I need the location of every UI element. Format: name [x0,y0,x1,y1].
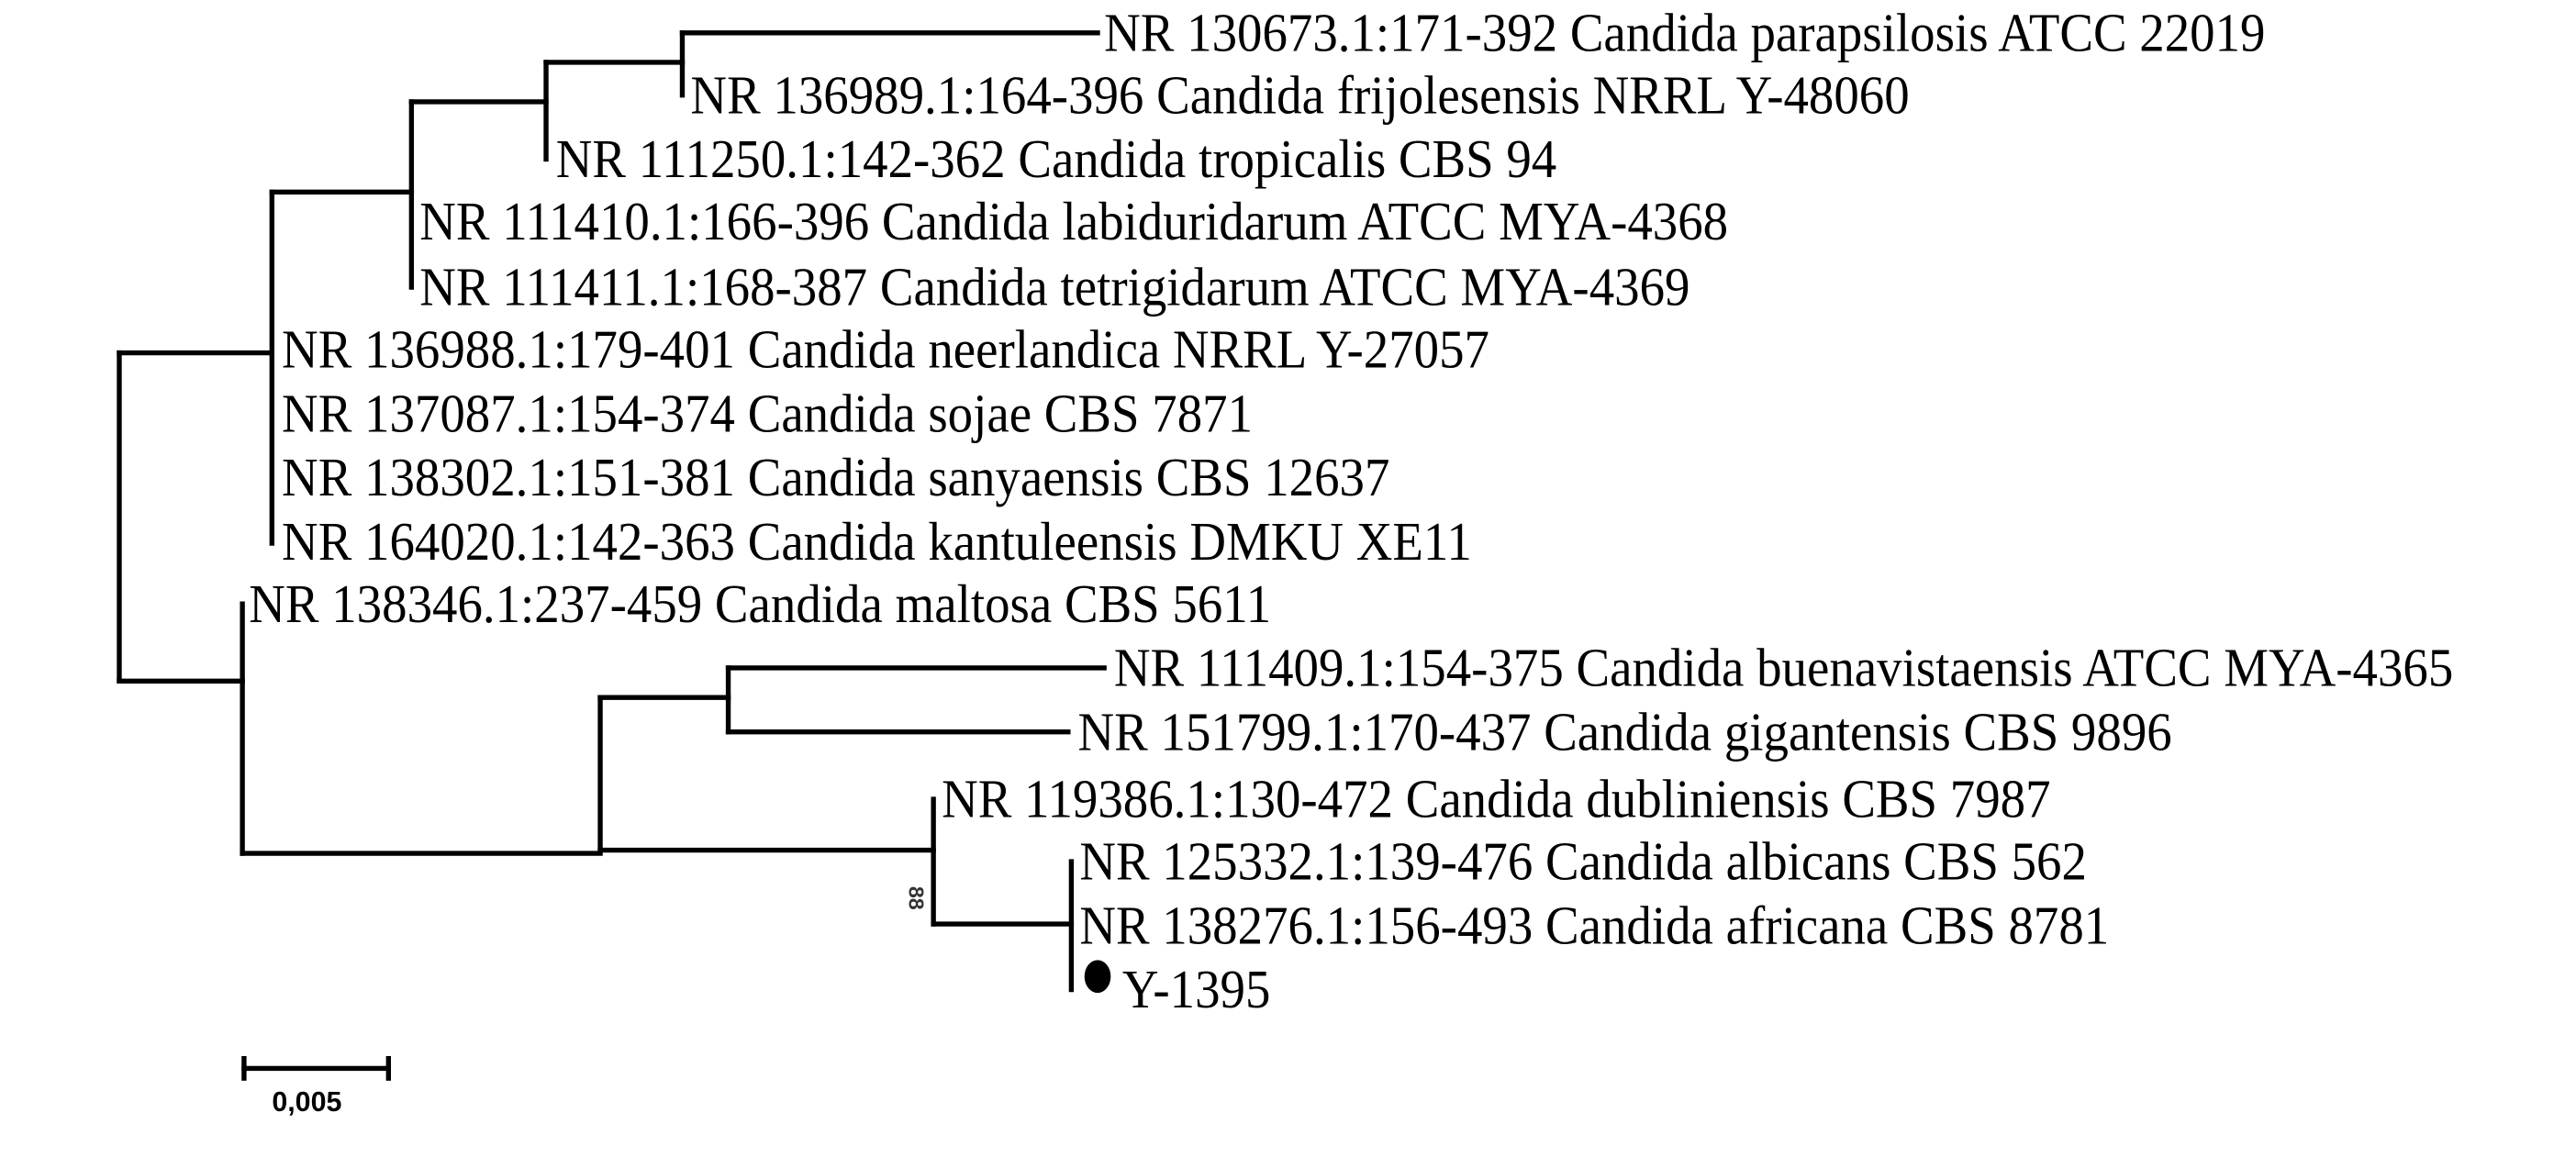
leaf-label: NR 130673.1:171-392 Candida parapsilosis… [1104,4,2265,63]
sample-marker-dot-icon [1084,960,1111,994]
leaf-label: NR 136988.1:179-401 Candida neerlandica … [282,320,1489,380]
bootstrap-value: 88 [904,886,928,910]
leaf-label: NR 137087.1:154-374 Candida sojae CBS 78… [282,384,1253,444]
leaf-label: NR 138302.1:151-381 Candida sanyaensis C… [282,448,1389,507]
leaf-label-sample: Y-1395 [1122,960,1271,1019]
leaf-label: NR 164020.1:142-363 Candida kantuleensis… [282,512,1472,572]
leaf-label: NR 138276.1:156-493 Candida africana CBS… [1079,896,2109,956]
leaf-labels: NR 130673.1:171-392 Candida parapsilosis… [249,4,2453,1020]
leaf-label: NR 111409.1:154-375 Candida buenavistaen… [1114,639,2453,698]
leaf-label: NR 125332.1:139-476 Candida albicans CBS… [1079,832,2087,892]
leaf-label: NR 111410.1:166-396 Candida labiduridaru… [419,192,1728,251]
leaf-label: NR 136989.1:164-396 Candida frijolesensi… [690,66,1909,126]
leaf-label: NR 111411.1:168-387 Candida tetrigidarum… [419,258,1689,317]
scale-bar: 0,005 [241,1055,392,1118]
leaf-label: NR 119386.1:130-472 Candida dubliniensis… [942,770,2050,829]
scale-bar-label: 0,005 [272,1086,341,1118]
leaf-label: NR 111250.1:142-362 Candida tropicalis C… [556,129,1556,189]
tree-branches [117,30,1107,993]
leaf-label: NR 151799.1:170-437 Candida gigantensis … [1078,703,2172,762]
leaf-label: NR 138346.1:237-459 Candida maltosa CBS … [249,574,1271,634]
